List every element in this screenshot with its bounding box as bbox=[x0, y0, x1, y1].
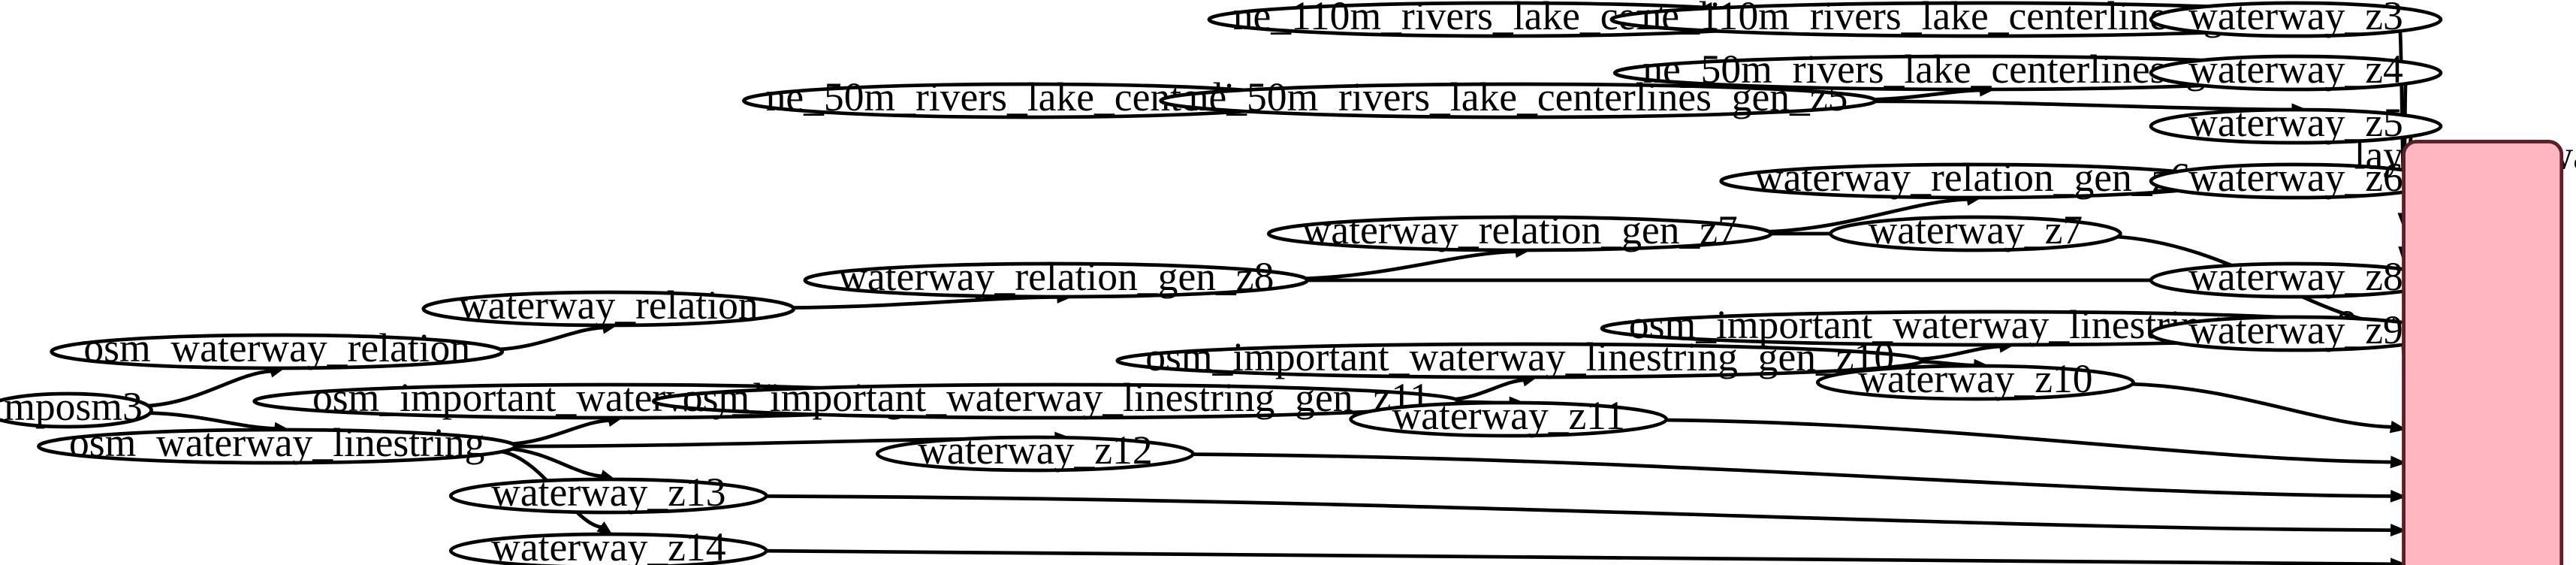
edge-path bbox=[763, 494, 2392, 532]
node-waterway_z5[interactable]: waterway_z5 bbox=[2149, 100, 2443, 145]
node-label: osm_important_waterway_linestring_gen_z1… bbox=[683, 375, 1430, 420]
node-waterway_z14[interactable]: waterway_z14 bbox=[448, 524, 768, 565]
node-label: waterway_relation_gen_z7 bbox=[1302, 207, 1738, 252]
node-ellipse bbox=[448, 477, 768, 515]
edge-path bbox=[148, 411, 276, 431]
node-label: waterway_z8 bbox=[2188, 254, 2403, 299]
edge-arrowhead bbox=[2390, 557, 2407, 565]
record-node-layer: layer_waterwayz3z4z5z6z7z8z9z10z11z12z13… bbox=[2354, 132, 2576, 565]
edge-waterway_z13-to-layer_waterway-z13 bbox=[763, 494, 2407, 536]
node-waterway_relation_gen_z6[interactable]: waterway_relation_gen_z6 bbox=[1719, 155, 2225, 200]
node-imposm3[interactable]: imposm3 bbox=[0, 384, 153, 429]
node-ellipse bbox=[1349, 400, 1669, 438]
edge-waterway_z12-to-layer_waterway-z12 bbox=[1190, 452, 2407, 503]
node-ellipse bbox=[875, 435, 1195, 473]
edge-arrowhead bbox=[2390, 524, 2407, 536]
node-waterway_z8[interactable]: waterway_z8 bbox=[2149, 254, 2443, 299]
edge-path bbox=[508, 418, 610, 446]
node-waterway_z3[interactable]: waterway_z3 bbox=[2149, 0, 2443, 38]
node-waterway_z9[interactable]: waterway_z9 bbox=[2149, 307, 2443, 352]
node-waterway_z12[interactable]: waterway_z12 bbox=[875, 428, 1195, 473]
node-ellipse bbox=[652, 382, 1461, 420]
node-label: waterway_z4 bbox=[2188, 47, 2403, 92]
node-ellipse bbox=[2149, 107, 2443, 145]
node-label: waterway_z12 bbox=[918, 428, 1152, 473]
node-label: waterway_z3 bbox=[2188, 0, 2403, 38]
edge-path bbox=[1190, 452, 2392, 498]
edge-arrowhead bbox=[2389, 420, 2407, 434]
node-ellipse bbox=[2149, 1, 2443, 38]
node-label: waterway_z11 bbox=[1392, 393, 1624, 438]
node-label: waterway_z13 bbox=[491, 470, 725, 515]
record-node-outline bbox=[2402, 140, 2564, 565]
node-label: osm_waterway_relation bbox=[83, 325, 470, 370]
node-waterway_z10[interactable]: waterway_z10 bbox=[1815, 356, 2135, 401]
edge-path bbox=[2129, 382, 2392, 429]
node-label: waterway_z10 bbox=[1858, 356, 2092, 401]
record-node-layer-waterway[interactable]: layer_waterwayz3z4z5z6z7z8z9z10z11z12z13… bbox=[2354, 132, 2576, 565]
node-waterway_z11[interactable]: waterway_z11 bbox=[1349, 393, 1669, 438]
node-ellipse bbox=[2149, 54, 2443, 92]
node-osm_waterway_relation[interactable]: osm_waterway_relation bbox=[50, 325, 505, 370]
edge-path bbox=[1301, 249, 1517, 281]
edge-waterway_z14-to-layer_waterway-z14+ bbox=[763, 548, 2407, 565]
edge-path bbox=[496, 325, 604, 352]
node-osm_waterway_linestring[interactable]: osm_waterway_linestring bbox=[37, 420, 517, 465]
node-label: waterway_relation bbox=[459, 282, 759, 328]
edge-path bbox=[1764, 197, 1968, 234]
node-label: osm_waterway_linestring bbox=[69, 420, 485, 465]
node-osm_important_waterway_linestring_gen_z11[interactable]: osm_important_waterway_linestring_gen_z1… bbox=[652, 375, 1461, 420]
nodes-layer: imposm3 osm_waterway_relation osm_waterway… bbox=[0, 0, 2443, 565]
node-ellipse bbox=[1815, 364, 2135, 401]
node-ellipse bbox=[50, 333, 505, 370]
edge-path bbox=[1913, 344, 2001, 361]
node-label: waterway_relation_gen_z6 bbox=[1754, 155, 2190, 200]
node-waterway_relation_gen_z8[interactable]: waterway_relation_gen_z8 bbox=[803, 254, 1310, 299]
node-ellipse bbox=[1829, 215, 2122, 252]
node-label: waterway_z9 bbox=[2188, 307, 2403, 352]
node-label: waterway_z5 bbox=[2188, 100, 2403, 145]
node-ellipse bbox=[1266, 215, 1773, 252]
node-label: waterway_z14 bbox=[491, 524, 725, 565]
edge-arrowhead bbox=[2390, 455, 2407, 469]
node-ellipse bbox=[448, 532, 768, 565]
edge-path bbox=[146, 369, 272, 408]
node-waterway_z6[interactable]: waterway_z6 bbox=[2149, 155, 2443, 200]
node-waterway_relation_gen_z7[interactable]: waterway_relation_gen_z7 bbox=[1266, 207, 1773, 252]
node-label: waterway_z7 bbox=[1869, 207, 2083, 252]
node-ellipse bbox=[0, 391, 153, 429]
node-waterway_z13[interactable]: waterway_z13 bbox=[448, 470, 768, 515]
edge-waterway_z10-to-layer_waterway-z10 bbox=[2129, 382, 2407, 434]
node-label: waterway_relation_gen_z8 bbox=[838, 254, 1274, 299]
edge-path bbox=[508, 446, 602, 479]
edge-path bbox=[763, 548, 2392, 565]
edge-arrowhead bbox=[2390, 489, 2407, 503]
node-label: imposm3 bbox=[0, 384, 143, 429]
node-waterway_z4[interactable]: waterway_z4 bbox=[2149, 47, 2443, 92]
node-ellipse bbox=[803, 261, 1310, 299]
edge-waterway_z11-to-layer_waterway-z11 bbox=[1663, 418, 2407, 469]
node-label: waterway_z6 bbox=[2188, 155, 2403, 200]
node-ellipse bbox=[1159, 82, 1878, 119]
edge-path bbox=[1449, 378, 1525, 402]
node-waterway_z7[interactable]: waterway_z7 bbox=[1829, 207, 2122, 252]
node-ellipse bbox=[421, 290, 796, 328]
node-ne_50m_rivers_lake_centerlines_gen_z4[interactable]: ne_50m_rivers_lake_centerlines_gen_z4 bbox=[1612, 47, 2332, 92]
node-ellipse bbox=[1115, 342, 1924, 379]
node-waterway_relation[interactable]: waterway_relation bbox=[421, 282, 796, 328]
edge-path bbox=[1663, 418, 2392, 464]
node-ellipse bbox=[37, 428, 517, 465]
